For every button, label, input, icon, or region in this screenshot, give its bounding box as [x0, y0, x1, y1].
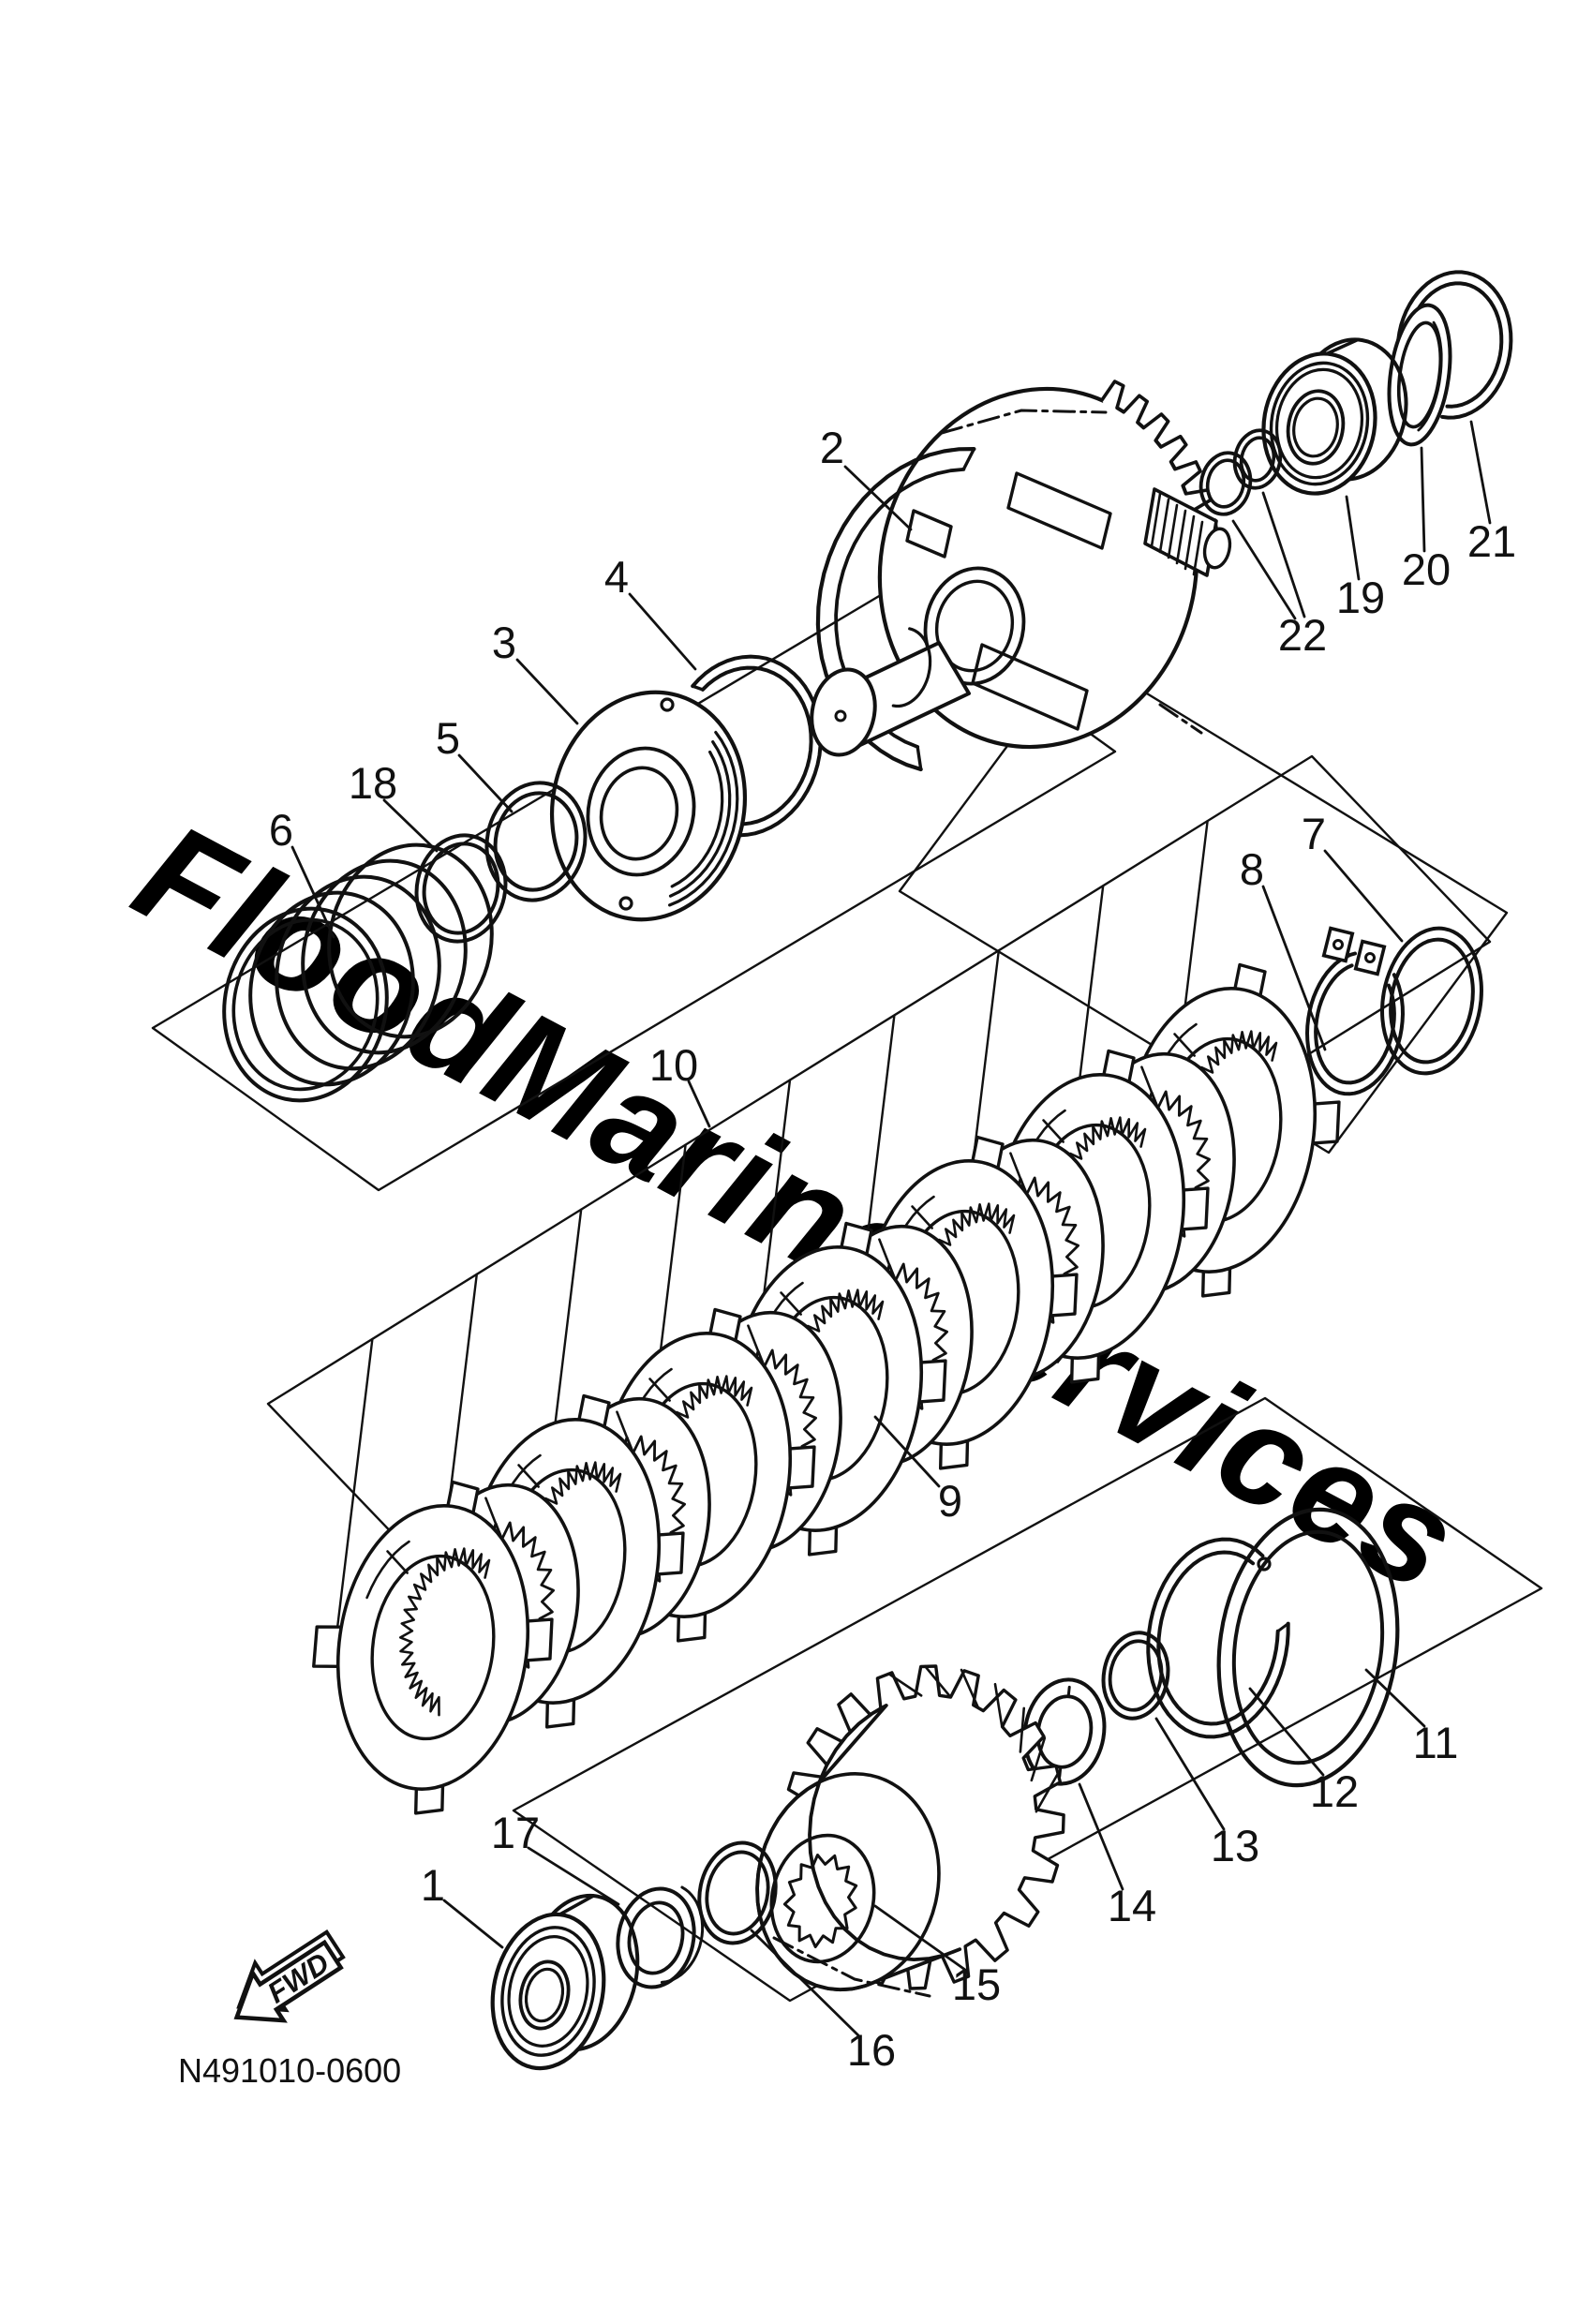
bearing-19	[1261, 337, 1408, 496]
washers-22	[1198, 428, 1283, 516]
callout-label-11: 11	[1413, 1718, 1459, 1767]
leader-line-5	[457, 753, 514, 813]
callout-label-21: 21	[1467, 516, 1516, 566]
callout-label-7: 7	[1302, 809, 1326, 858]
callout-label-15: 15	[952, 1959, 1001, 2009]
callout-label-14: 14	[1108, 1881, 1156, 1930]
ring-16	[697, 1840, 778, 1945]
leader-line-12	[1248, 1687, 1325, 1777]
leader-line-9	[873, 1415, 941, 1488]
washer-20	[1387, 303, 1452, 447]
leader-line-17	[527, 1846, 620, 1906]
leader-line-7	[1323, 849, 1404, 943]
callout-label-22: 22	[1278, 610, 1327, 660]
washer-5	[484, 781, 588, 902]
leader-line-22	[1261, 491, 1306, 618]
leader-line-22	[1231, 519, 1297, 620]
callout-label-19: 19	[1336, 573, 1385, 622]
fwd-arrow-front	[233, 1939, 344, 2023]
leader-line-4	[628, 592, 697, 671]
retainer-ring-7	[1380, 926, 1483, 1076]
callout-label-1: 1	[421, 1860, 445, 1910]
leader-line-6	[290, 845, 335, 939]
callout-label-4: 4	[604, 552, 629, 602]
fwd-arrow-icon: FWD	[233, 1929, 346, 2023]
callout-label-17: 17	[491, 1808, 540, 1857]
washer-17	[616, 1885, 705, 1989]
callout-label-9: 9	[938, 1476, 962, 1526]
leader-line-18	[382, 798, 439, 853]
snap-ring-8	[1305, 926, 1405, 1096]
leader-line-19	[1345, 495, 1361, 581]
clutch-spring-6	[222, 842, 494, 1103]
leader-line-3	[515, 658, 579, 725]
leader-line-14	[1078, 1782, 1124, 1891]
callout-label-16: 16	[847, 2025, 896, 2075]
diagram-line-art	[151, 270, 1543, 2071]
callout-label-10: 10	[649, 1040, 698, 1090]
washer-18	[414, 833, 508, 944]
callout-label-3: 3	[492, 618, 516, 667]
leader-line-8	[1261, 885, 1327, 1051]
callout-label-13: 13	[1211, 1821, 1259, 1870]
leader-line-2	[843, 465, 913, 531]
pinion-gear-15	[755, 1664, 1065, 1998]
leader-line-11	[1364, 1668, 1426, 1728]
fwd-arrow-back	[236, 1929, 346, 2013]
callout-label-18: 18	[349, 758, 397, 808]
leader-line-1	[442, 1899, 504, 1949]
callout-label-20: 20	[1402, 544, 1451, 594]
callout-label-8: 8	[1240, 844, 1264, 894]
leader-line-10	[687, 1080, 711, 1128]
leader-line-21	[1469, 420, 1492, 525]
housing-shaft	[810, 627, 971, 757]
leader-line-15	[873, 1904, 967, 1972]
callout-label-6: 6	[269, 805, 293, 855]
bearing-1	[490, 1893, 640, 2071]
callout-label-5: 5	[436, 713, 460, 763]
ring-13	[1101, 1631, 1170, 1721]
leader-line-20	[1420, 446, 1426, 553]
callout-label-12: 12	[1310, 1766, 1359, 1816]
clutch-housing-2	[815, 380, 1232, 772]
clutch-plate-stack	[312, 962, 1341, 1815]
leader-line-16	[750, 1929, 860, 2037]
clutch-friction-plate	[312, 1480, 554, 1815]
callout-label-2: 2	[820, 423, 844, 472]
diagram-code: N491010-0600	[178, 2051, 401, 2090]
leader-line-13	[1154, 1717, 1226, 1831]
plate-washer-11	[1216, 1507, 1400, 1788]
